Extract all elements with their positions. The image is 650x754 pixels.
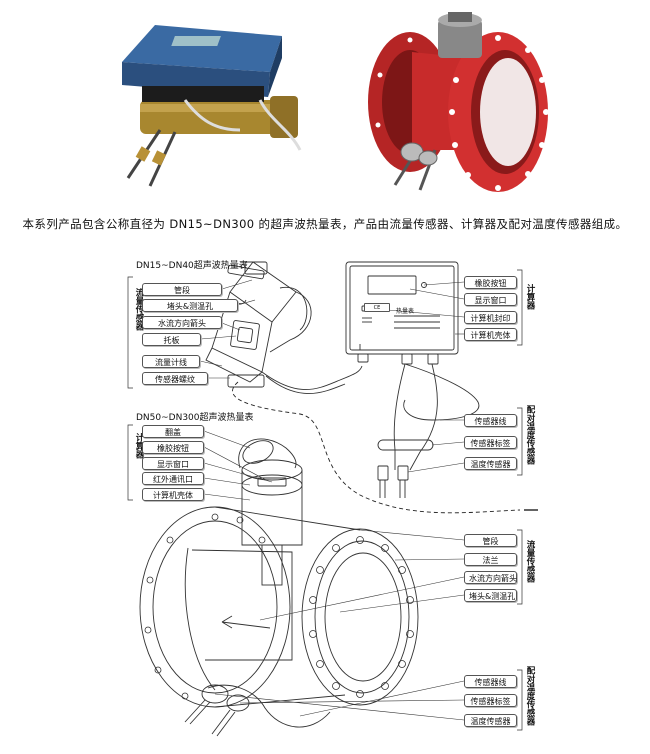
label-calculator-seal: 计算机封印 [464, 311, 517, 324]
divider-curve [232, 381, 521, 514]
large-meter-leaders [203, 430, 465, 721]
small-flow-sensor-group: 流量传感器 [134, 288, 144, 331]
label-plug-temp-hole: 堵头&测温孔 [142, 299, 238, 312]
label-sensor-tag: 传感器标签 [464, 436, 517, 449]
device-brand-plate: CE [364, 303, 390, 312]
label-bracket-plate: 托板 [142, 333, 201, 346]
small-temp-sensor-group: 配对温度传感器 [525, 405, 535, 465]
label-large-plug-temp-hole: 堵头&测温孔 [464, 589, 517, 602]
label-pipe-section: 管段 [142, 283, 222, 296]
label-infrared-port: 红外通讯口 [142, 472, 204, 485]
label-large-calculator-housing: 计算机壳体 [142, 488, 204, 501]
large-meter-title: DN50~DN300超声波热量表 [136, 413, 254, 423]
label-display-window: 显示窗口 [464, 293, 517, 306]
label-calculator-housing: 计算机壳体 [464, 328, 517, 341]
large-temp-sensor-group: 配对温度传感器 [525, 666, 535, 726]
large-meter-drawing [139, 438, 419, 737]
label-sensor-thread: 传感器螺纹 [142, 372, 208, 385]
label-large-display-window: 显示窗口 [142, 457, 204, 470]
group-brackets [127, 269, 523, 731]
large-flow-sensor-group: 流量传感器 [525, 540, 535, 583]
small-meter-title: DN15~DN40超声波热量表 [136, 261, 248, 271]
label-flange: 法兰 [464, 553, 517, 566]
small-meter-drawing [205, 261, 480, 498]
label-temperature-sensor: 温度传感器 [464, 457, 517, 470]
label-flow-direction-arrow: 水流方向箭头 [142, 316, 222, 329]
label-sensor-cable: 传感器线 [464, 414, 517, 427]
label-large-sensor-tag: 传感器标签 [464, 694, 517, 707]
product-description: 本系列产品包含公称直径为 DN15~DN300 的超声波热量表，产品由流量传感器… [22, 217, 628, 231]
small-meter-leaders [199, 279, 465, 473]
label-large-flow-arrow: 水流方向箭头 [464, 571, 517, 584]
label-flip-cover: 翻盖 [142, 425, 204, 438]
large-calculator-group: 计算器 [134, 433, 144, 459]
label-rubber-button: 橡胶按钮 [464, 276, 517, 289]
label-flowmeter-cable: 流量计线 [142, 355, 200, 368]
label-large-rubber-button: 橡胶按钮 [142, 441, 204, 454]
label-large-temperature-sensor: 温度传感器 [464, 714, 517, 727]
small-calculator-group: 计算器 [525, 284, 535, 310]
small-heat-meter-photo [122, 25, 302, 187]
device-name-text: 热量表 [396, 308, 415, 315]
label-large-pipe-section: 管段 [464, 534, 517, 547]
large-heat-meter-photo [368, 12, 549, 192]
label-large-sensor-cable: 传感器线 [464, 675, 517, 688]
